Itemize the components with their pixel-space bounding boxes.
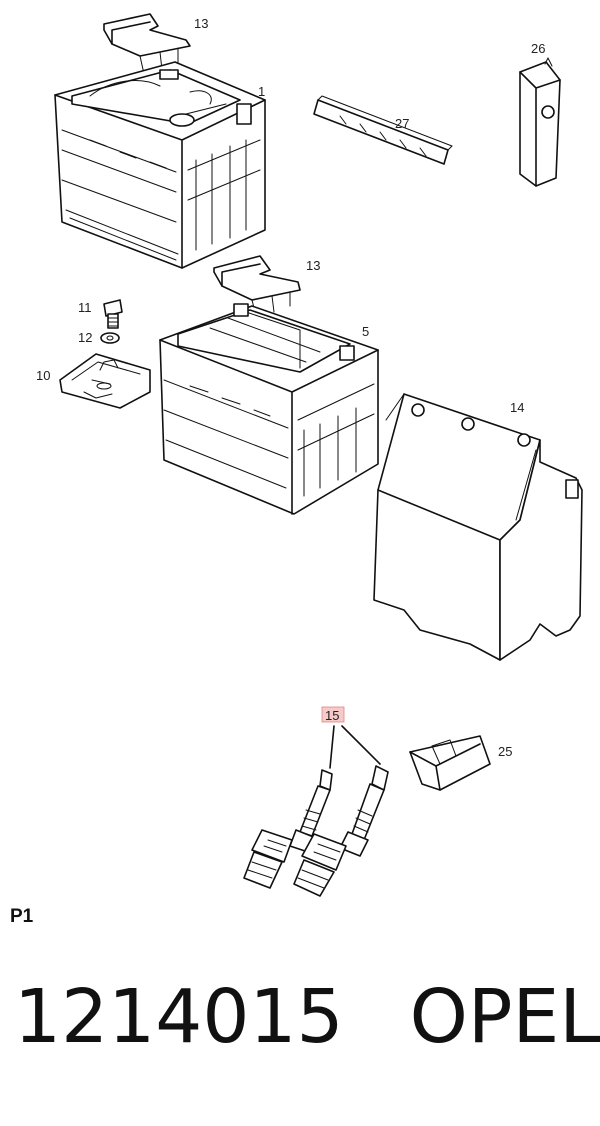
part-number: 1214015 — [14, 974, 344, 1060]
plate-10-drawing — [59, 353, 151, 409]
callout-12: 12 — [78, 330, 92, 345]
tray-14-drawing — [373, 393, 583, 661]
callout-15[interactable]: 15 — [325, 708, 339, 723]
washer-12-drawing — [100, 332, 120, 344]
battery-5-drawing — [159, 303, 379, 515]
callout-26: 26 — [531, 41, 545, 56]
callout-13-top: 13 — [194, 16, 208, 31]
callout-15-highlight — [321, 706, 345, 723]
callout-1: 1 — [258, 84, 265, 99]
callout-27: 27 — [395, 116, 409, 131]
clip-26-drawing — [519, 57, 561, 187]
part-caption: 1214015 OPEL — [14, 974, 600, 1060]
spark-plugs-15-drawing — [243, 725, 389, 897]
brand-name: OPEL — [409, 974, 600, 1060]
strip-27-drawing — [313, 95, 453, 165]
callout-11: 11 — [78, 300, 92, 315]
callout-14: 14 — [510, 400, 524, 415]
parts-diagram: 13 1 27 26 13 11 12 10 5 14 15 25 — [36, 13, 583, 897]
callout-13-mid: 13 — [306, 258, 320, 273]
bolt-11-drawing — [103, 299, 123, 329]
callout-25: 25 — [498, 744, 512, 759]
page-label: P1 — [10, 906, 34, 927]
callout-10: 10 — [36, 368, 50, 383]
battery-1-drawing — [54, 61, 266, 269]
callout-5: 5 — [362, 324, 369, 339]
clip-25-drawing — [409, 735, 491, 791]
